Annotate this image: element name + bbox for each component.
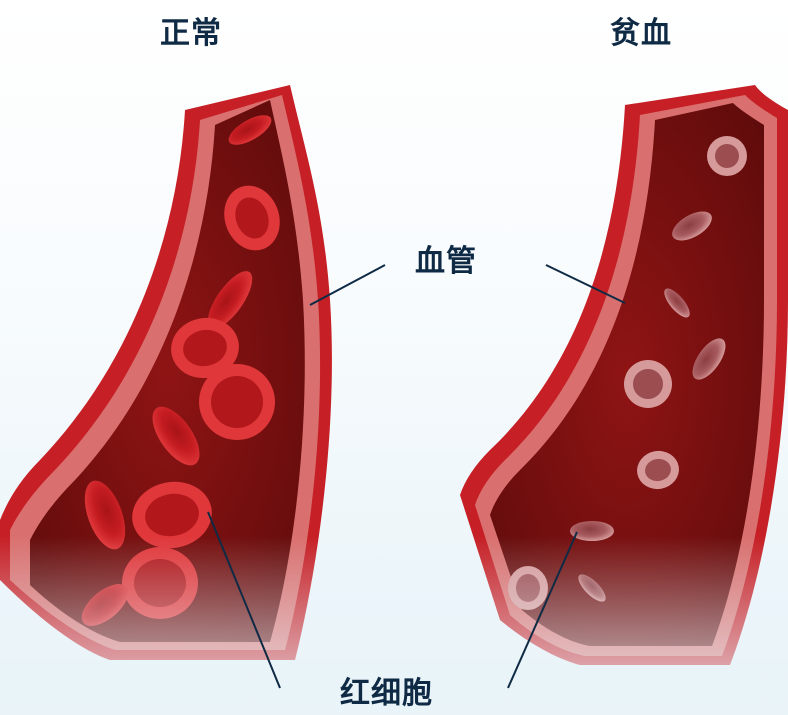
label-anemia: 贫血 xyxy=(610,8,672,52)
label-normal: 正常 xyxy=(160,8,222,52)
label-red-blood-cells: 红细胞 xyxy=(340,668,433,712)
label-vessel: 血管 xyxy=(415,236,477,280)
